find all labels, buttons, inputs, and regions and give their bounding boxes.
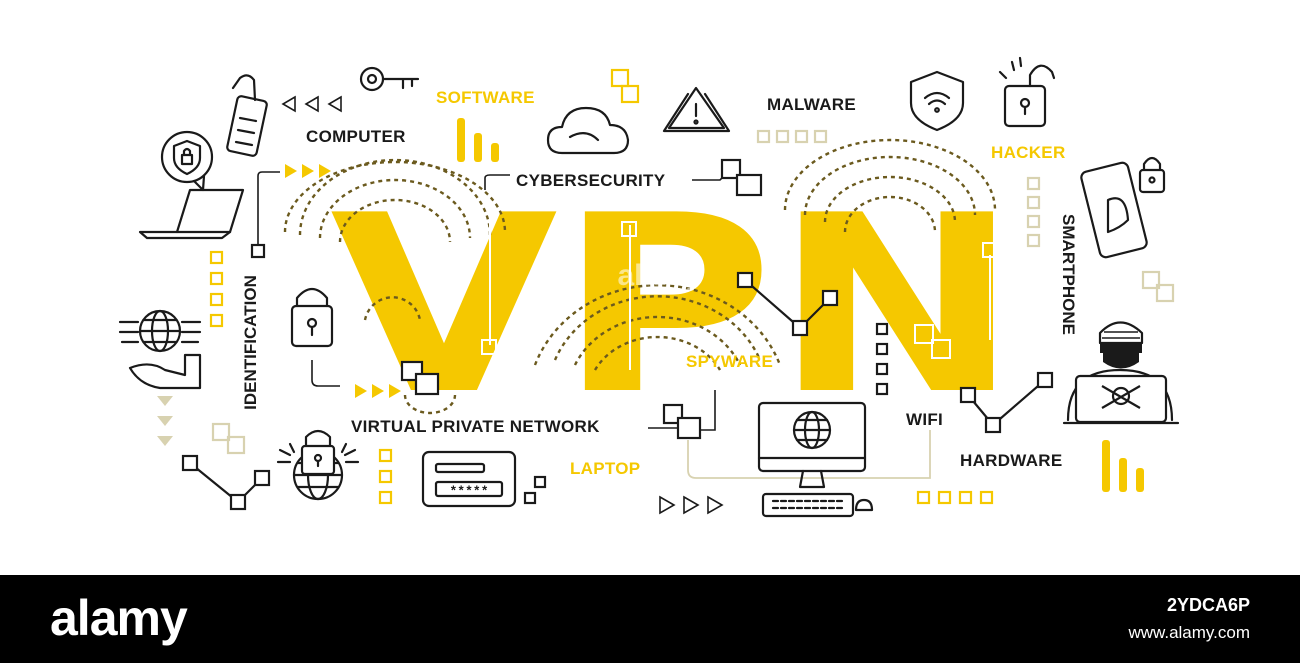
vpn-title: VPN <box>330 163 1020 448</box>
footer-bar: alamy 2YDCA6P www.alamy.com <box>0 575 1300 663</box>
shield-lock-bubble-icon <box>160 130 214 192</box>
label-identification: IDENTIFICATION <box>240 275 260 410</box>
network-nodes-right <box>959 371 1054 434</box>
connector-lines <box>250 158 931 479</box>
label-hardware: HARDWARE <box>960 451 1063 470</box>
watermark-text: alamy <box>617 259 702 292</box>
hacker-icon <box>1062 321 1180 425</box>
monitor-globe-icon <box>757 401 867 489</box>
padlock-icon <box>290 287 334 348</box>
footer-brand: alamy <box>50 590 188 646</box>
label-hacker: HACKER <box>991 143 1066 162</box>
shield-wifi-icon <box>909 70 965 132</box>
label-cybersecurity: CYBERSECURITY <box>516 171 666 190</box>
password-mask-text: ***** <box>449 484 488 499</box>
label-software: SOFTWARE <box>436 88 535 107</box>
label-smartphone: SMARTPHONE <box>1058 214 1078 335</box>
arrow-groups <box>157 95 724 515</box>
footer-image-id: 2YDCA6P <box>1166 595 1250 615</box>
footer-site: www.alamy.com <box>1128 623 1250 642</box>
padlock-open-icon <box>226 74 268 157</box>
mouse-icon <box>854 498 874 512</box>
label-laptop: LAPTOP <box>570 459 641 478</box>
open-padlock-icon <box>998 56 1056 128</box>
password-card-icon <box>421 450 517 508</box>
keyboard-icon <box>761 492 855 518</box>
globe-hand-icon <box>118 309 202 390</box>
decor-squares <box>209 68 1175 505</box>
network-nodes-center <box>736 271 839 337</box>
wifi-arcs <box>283 138 997 415</box>
label-malware: MALWARE <box>767 95 856 114</box>
letter-connectors <box>481 220 998 370</box>
label-computer: COMPUTER <box>306 127 406 146</box>
smartphone-lock-icon <box>1080 156 1166 259</box>
warning-triangle-icon <box>662 86 731 133</box>
laptop-icon <box>138 188 245 240</box>
bar-chart-decor <box>457 118 1144 492</box>
cloud-icon <box>546 106 630 155</box>
vpn-illustration: .ln { fill:none; stroke:#1a1a1a; stroke-… <box>118 56 1180 518</box>
key-icon <box>359 66 420 92</box>
locked-globe-icon <box>276 429 360 501</box>
network-nodes-left <box>181 454 271 511</box>
label-wifi: WIFI <box>906 410 944 429</box>
label-virtual-private-network: VIRTUAL PRIVATE NETWORK <box>351 417 600 436</box>
label-spyware: SPYWARE <box>686 352 774 371</box>
